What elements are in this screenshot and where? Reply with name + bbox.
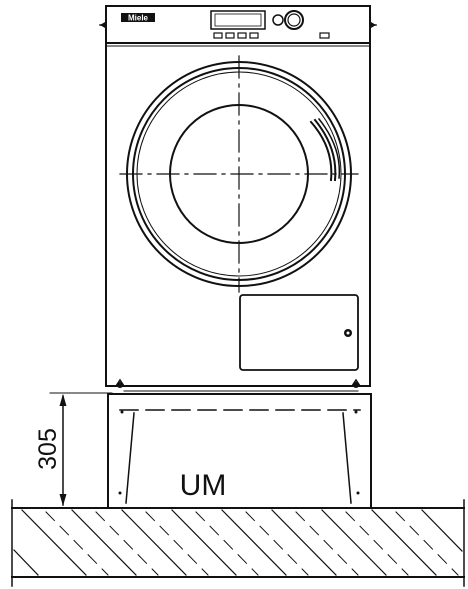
- program-button-2[interactable]: [225, 32, 235, 39]
- display-window: [210, 10, 266, 30]
- program-button-1[interactable]: [213, 32, 223, 39]
- indicator-icon: [272, 14, 284, 26]
- height-dimension: 305: [34, 392, 113, 506]
- filter-flap[interactable]: [239, 294, 359, 371]
- control-panel: [210, 10, 330, 39]
- brand-logo-text: Miele: [128, 14, 149, 23]
- lock-circle-icon: [344, 329, 352, 337]
- start-button[interactable]: [319, 32, 330, 39]
- floor-hatching: [13, 509, 463, 576]
- rotary-knob-icon[interactable]: [284, 10, 304, 30]
- dryer-feet: [111, 378, 365, 392]
- program-button-4[interactable]: [249, 32, 259, 39]
- brand-logo: Miele: [121, 13, 155, 23]
- floor: [11, 499, 465, 587]
- dimension-value: 305: [34, 428, 62, 470]
- door: [119, 55, 359, 293]
- stand: UM: [107, 393, 372, 509]
- stand-label: UM: [180, 469, 227, 502]
- program-button-3[interactable]: [237, 32, 247, 39]
